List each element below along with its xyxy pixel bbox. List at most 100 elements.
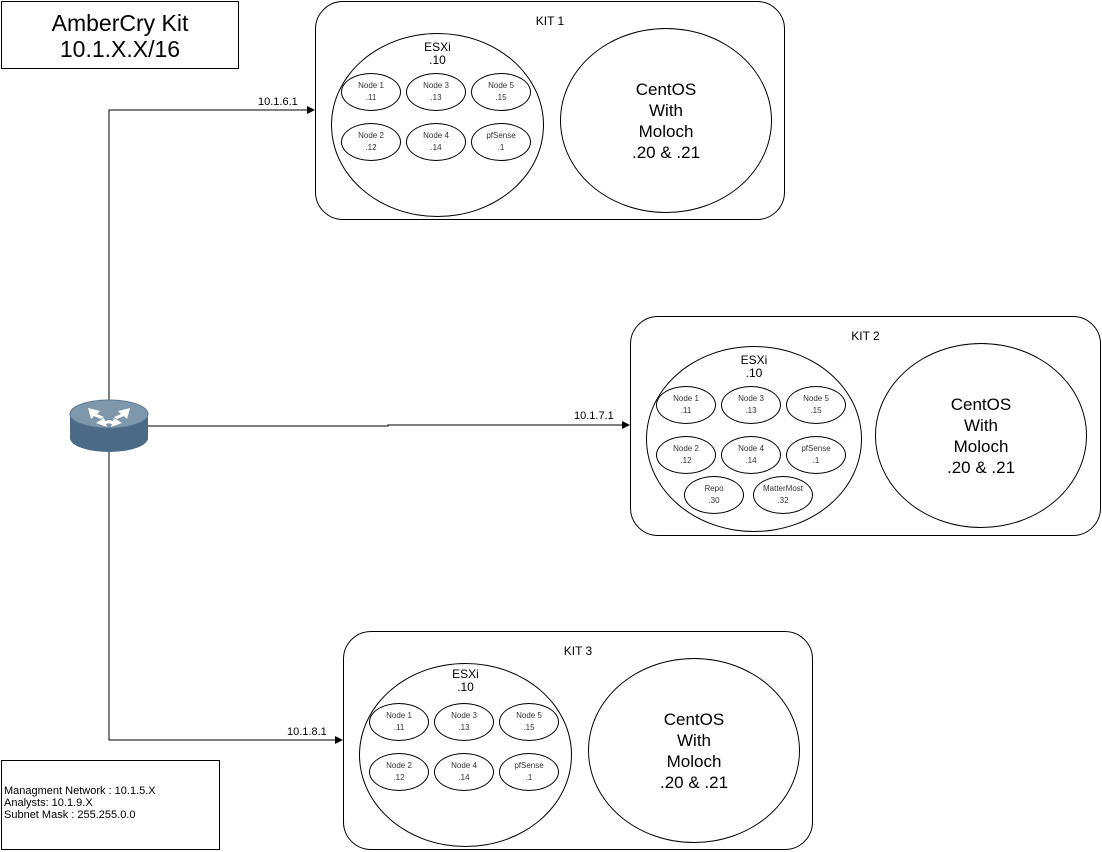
node-name: Node 5 [488,81,514,90]
node-ip: .15 [523,723,535,732]
centos-line-1: CentOS [663,710,725,729]
centos-line-2: With [677,731,711,750]
centos-moloch-server[interactable]: CentOS With Moloch .20 & .21 [560,28,772,213]
vm-node-3[interactable]: Node 3 .13 [721,386,781,424]
esxi-label: ESXi .10 [360,668,571,694]
vm-node-1[interactable]: Node 1 .11 [369,703,429,741]
esxi-name: ESXi [740,353,768,367]
node-name: pfSense [801,444,831,453]
node-name: Node 2 [673,444,699,453]
vm-node-4[interactable]: Node 4 .14 [434,753,494,791]
node-ip: .13 [458,723,470,732]
esxi-host[interactable]: ESXi .10 Node 1 .11 Node 3 .13 Node 5 .15 N… [359,663,572,847]
node-ip: .13 [745,406,757,415]
kit-title: KIT 1 [535,14,565,28]
centos-line-3: Moloch [638,122,694,141]
esxi-name: ESXi [452,667,479,681]
esxi-label: ESXi .10 [332,41,543,67]
node-ip: .1 [497,143,505,152]
link-kit3 [108,452,343,744]
esxi-ip: .10 [457,680,474,694]
vm-node-2[interactable]: Node 2.12 [656,436,716,474]
router-icon[interactable] [69,399,149,452]
node-ip: .13 [430,93,442,102]
node-ip: .11 [680,406,692,415]
kit-2[interactable]: KIT 2 ESXi .10 Node 1.11 Node 3.13 Node … [630,316,1101,536]
vm-node-5[interactable]: Node 5 .15 [499,703,559,741]
link-kit1 [108,106,315,400]
centos-line-2: With [649,101,683,120]
vm-repo[interactable]: Repo.30 [684,476,744,514]
centos-moloch-server[interactable]: CentOS With Moloch .20 & .21 [875,343,1087,528]
esxi-ip: .10 [429,53,446,67]
vm-node-3[interactable]: Node 3 .13 [434,703,494,741]
node-ip: .15 [810,406,822,415]
analysts-network-text: Analysts: 10.1.9.X [4,797,93,809]
vm-node-4[interactable]: Node 4.14 [406,123,466,161]
kit-3[interactable]: KIT 3 ESXi .10 Node 1 .11 Node 3 .13 Node … [343,631,813,850]
node-name: pfSense [486,131,516,140]
vm-pfsense[interactable]: pfSense .1 [786,436,846,474]
node-ip: .14 [458,773,470,782]
vm-node-3[interactable]: Node 3 .13 [406,73,466,111]
esxi-host[interactable]: ESXi .10 Node 1 .11 Node 3 .13 Node 5 .15 N… [331,33,544,217]
node-ip: .14 [745,456,757,465]
node-name: Node 4 [423,131,449,140]
link-kit2 [148,421,630,429]
management-network-text: Managment Network : 10.1.5.X [4,785,156,797]
esxi-ip: .10 [745,366,763,380]
vm-node-5[interactable]: Node 5 .15 [471,73,531,111]
node-name: Node 4 [451,761,477,770]
vm-pfsense[interactable]: pfSense .1 [499,753,559,791]
node-name: Node 2 [386,761,412,770]
node-ip: .30 [708,496,720,505]
node-ip: .1 [812,456,820,465]
node-ip: .12 [365,143,377,152]
centos-line-1: CentOS [635,80,697,99]
centos-line-2: With [964,416,998,435]
node-name: Node 1 [673,394,699,403]
vm-pfsense[interactable]: pfSense .1 [471,123,531,161]
kit-title: KIT 3 [563,644,593,658]
node-name: Node 1 [386,711,412,720]
node-ip: .32 [777,496,789,505]
centos-moloch-server[interactable]: CentOS With Moloch .20 & .21 [588,658,800,843]
network-info-box: Managment Network : 10.1.5.X Analysts: 1… [1,760,220,850]
vm-node-2[interactable]: Node 2 .12 [341,123,401,161]
kit-1[interactable]: KIT 1 ESXi .10 Node 1 .11 Node 3 .13 Node … [315,1,785,220]
node-name: Node 3 [423,81,449,90]
vm-node-1[interactable]: Node 1 .11 [656,386,716,424]
vm-mattermost[interactable]: MatterMost .32 [753,476,813,514]
centos-line-1: CentOS [950,395,1012,414]
node-name: MatterMost [762,484,803,493]
title-line-1: AmberCry Kit [51,10,189,36]
node-name: Node 2 [358,131,384,140]
vm-node-2[interactable]: Node 2 .12 [369,753,429,791]
centos-line-4: .20 & .21 [631,143,701,162]
vm-node-1[interactable]: Node 1 .11 [341,73,401,111]
node-name: Node 5 [803,394,829,403]
node-ip: .11 [393,723,405,732]
esxi-name: ESXi [424,40,451,54]
centos-line-4: .20 & .21 [659,773,729,792]
node-name: pfSense [514,761,544,770]
link-label-kit3: 10.1.8.1 [287,726,327,738]
node-name: Node 1 [358,81,384,90]
node-ip: .12 [393,773,405,782]
link-label-kit1: 10.1.6.1 [258,96,298,108]
vm-node-5[interactable]: Node 5 .15 [786,386,846,424]
centos-line-3: Moloch [666,752,722,771]
node-ip: .1 [525,773,533,782]
vm-node-4[interactable]: Node 4 .14 [721,436,781,474]
node-ip: .15 [495,93,507,102]
node-name: Node 3 [738,394,764,403]
node-name: Node 5 [516,711,542,720]
node-ip: .11 [365,93,377,102]
title-line-2: 10.1.X.X/16 [59,36,181,62]
link-label-kit2: 10.1.7.1 [574,410,614,422]
node-name: Node 3 [451,711,477,720]
esxi-host[interactable]: ESXi .10 Node 1 .11 Node 3 .13 Node 5 .15 N… [646,346,862,532]
node-name: Node 4 [738,444,764,453]
esxi-label: ESXi .10 [647,354,861,380]
